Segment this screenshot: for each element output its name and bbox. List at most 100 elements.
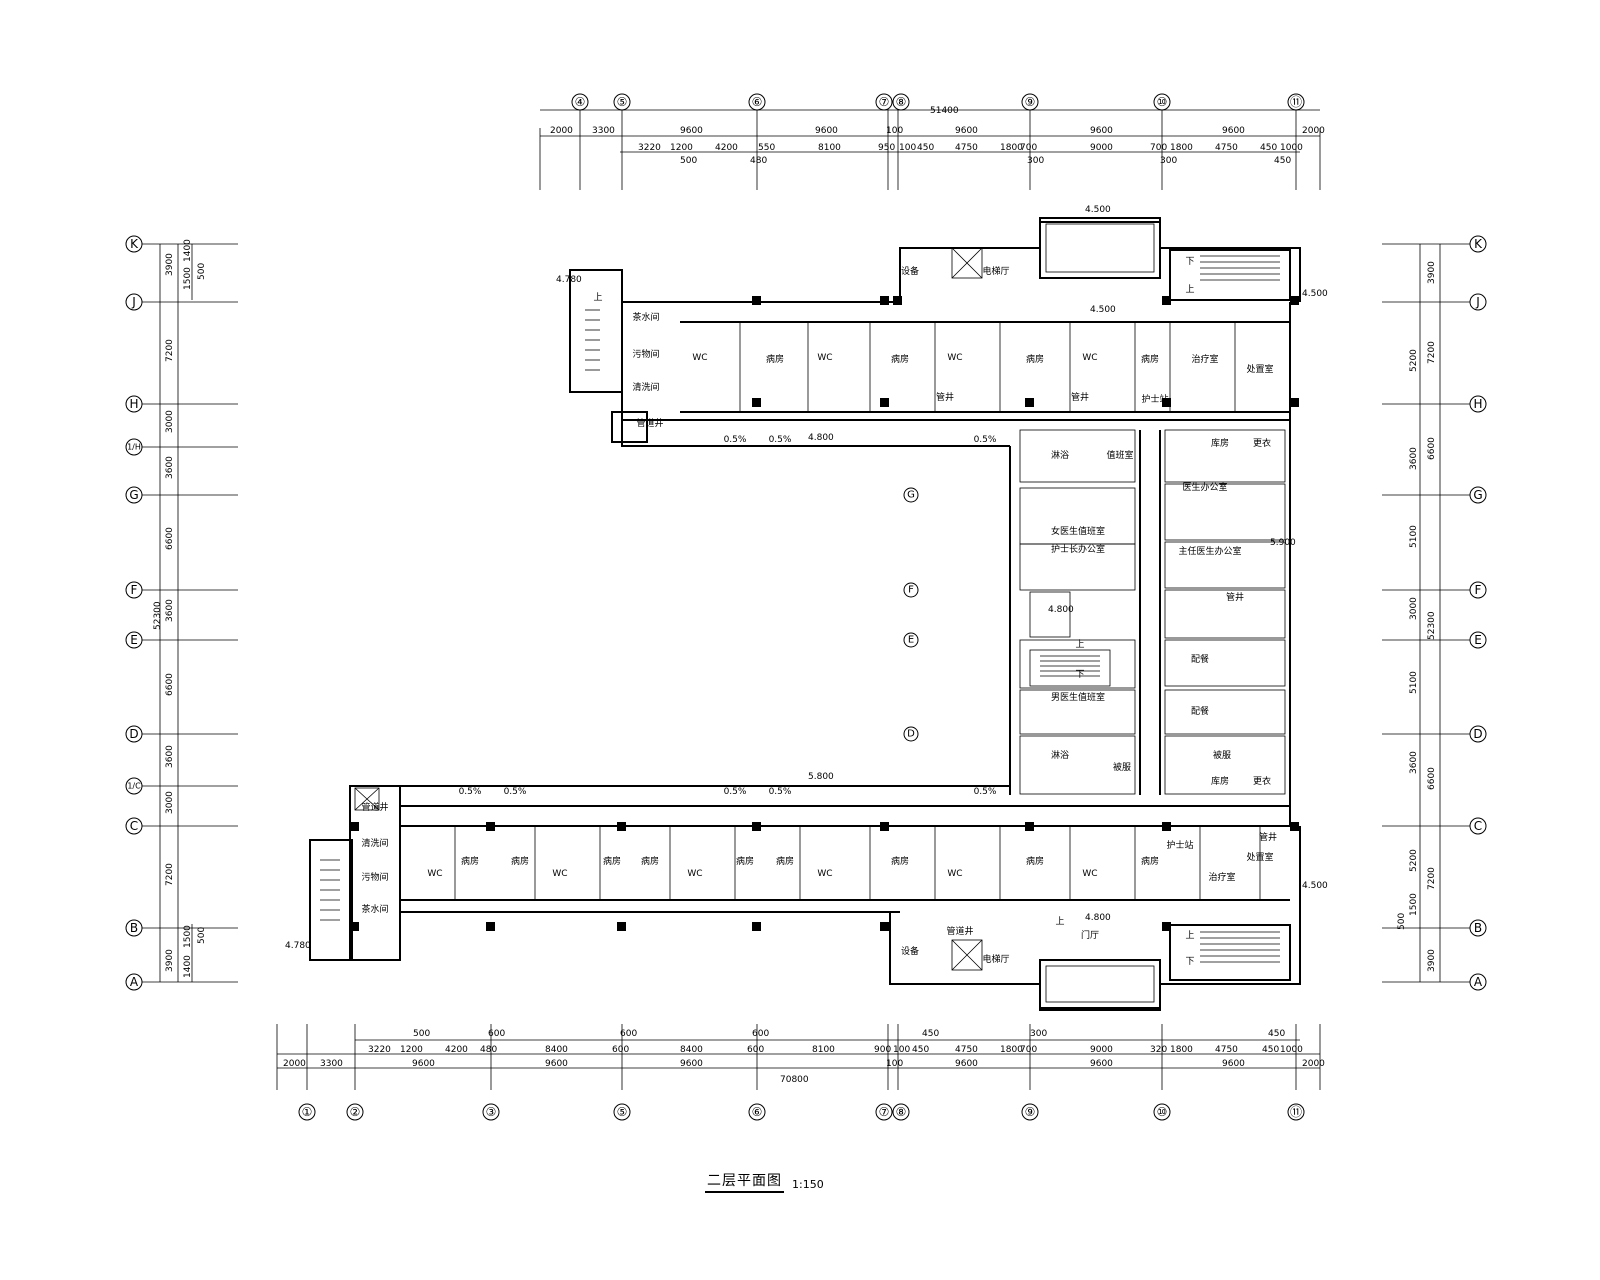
room-wash: 清洗间 bbox=[632, 381, 659, 393]
elevator-south bbox=[951, 939, 983, 971]
stair-up-label: 上 bbox=[593, 292, 602, 303]
dim-label: 6600 bbox=[165, 527, 175, 550]
slope-label: 0.5% bbox=[724, 435, 747, 445]
dim-label: 450 bbox=[917, 143, 934, 153]
room-linen: 被服 bbox=[1213, 749, 1231, 761]
dim-label: 3300 bbox=[320, 1059, 343, 1069]
axis-label: ⑤ bbox=[617, 95, 628, 109]
axis-label: A bbox=[1474, 975, 1483, 989]
axis-label: D bbox=[907, 729, 915, 740]
level-label: 4.500 bbox=[1302, 289, 1328, 299]
dim-label: 7200 bbox=[1427, 867, 1437, 890]
dim-label: 9600 bbox=[955, 1059, 978, 1069]
room-treatment: 治疗室 bbox=[1191, 353, 1218, 365]
room-disposal: 处置室 bbox=[1246, 363, 1273, 375]
dim-label: 3600 bbox=[165, 456, 175, 479]
bottom-dimensions: 70800 2000 3300 9600 9600 9600 100 9600 … bbox=[276, 1024, 1325, 1090]
room-ward: 病房 bbox=[603, 855, 621, 867]
room-female-duty: 女医生值班室 bbox=[1051, 525, 1105, 537]
dim-label: 950 bbox=[878, 143, 895, 153]
columns bbox=[350, 296, 1299, 931]
axis-label: F bbox=[1475, 583, 1482, 597]
axis-label: D bbox=[129, 727, 138, 741]
dim-label: 100 bbox=[886, 126, 903, 136]
axis-label: ⑧ bbox=[896, 95, 907, 109]
dim-label: 300 bbox=[1160, 156, 1177, 166]
elevator-west bbox=[354, 787, 380, 811]
dim-label: 500 bbox=[197, 263, 207, 280]
room-ward: 病房 bbox=[766, 353, 784, 365]
dim-label: 3600 bbox=[165, 599, 175, 622]
dim-label: 480 bbox=[480, 1045, 497, 1055]
dim-label: 4200 bbox=[445, 1045, 468, 1055]
right-dimensions: 3900 7200 6600 52300 6600 7200 3900 5200… bbox=[1382, 243, 1470, 983]
dim-label: 1200 bbox=[670, 143, 693, 153]
nw-stair bbox=[585, 309, 600, 371]
sw-stair bbox=[320, 859, 340, 921]
axis-label: ⑨ bbox=[1025, 1105, 1036, 1119]
room-labels: 电梯厅 设备 下 上 上 茶水间 污物间 清洗间 WC 病房 WC 病房 WC … bbox=[361, 257, 1277, 967]
dim-label: 450 bbox=[922, 1029, 939, 1039]
dim-label: 1800 bbox=[1000, 1045, 1023, 1055]
dim-label: 7200 bbox=[1427, 341, 1437, 364]
room-elevator-hall: 电梯厅 bbox=[982, 953, 1009, 965]
room-shower: 淋浴 bbox=[1051, 749, 1069, 761]
axis-label: H bbox=[129, 397, 138, 411]
axis-label: J bbox=[131, 295, 136, 309]
stair-up-label: 上 bbox=[1185, 930, 1194, 941]
room-duty: 值班室 bbox=[1106, 449, 1133, 461]
room-ward: 病房 bbox=[641, 855, 659, 867]
axis-label: 1/H bbox=[127, 443, 141, 452]
axis-label: ⑪ bbox=[1290, 1105, 1302, 1119]
dim-label: 8400 bbox=[680, 1045, 703, 1055]
dim-label: 450 bbox=[1274, 156, 1291, 166]
level-label: 4.500 bbox=[1090, 305, 1116, 315]
building-walls bbox=[309, 217, 1301, 1011]
dim-label: 4200 bbox=[715, 143, 738, 153]
dim-label: 2000 bbox=[550, 126, 573, 136]
dim-label: 500 bbox=[413, 1029, 430, 1039]
axis-label: K bbox=[1474, 237, 1483, 251]
dim-label: 9600 bbox=[955, 126, 978, 136]
dim-label: 1000 bbox=[1280, 1045, 1303, 1055]
level-label: 4.800 bbox=[1048, 605, 1074, 615]
dim-label: 450 bbox=[1262, 1045, 1279, 1055]
axis-label: ④ bbox=[575, 95, 586, 109]
dim-label: 1500 bbox=[183, 925, 193, 948]
dim-label: 1800 bbox=[1000, 143, 1023, 153]
room-disposal: 处置室 bbox=[1246, 851, 1273, 863]
room-changing: 更衣 bbox=[1253, 437, 1271, 449]
axis-label: E bbox=[908, 635, 914, 646]
room-ward: 病房 bbox=[736, 855, 754, 867]
room-wc: WC bbox=[1082, 869, 1097, 879]
room-male-duty: 男医生值班室 bbox=[1051, 691, 1105, 703]
dim-label: 3900 bbox=[165, 253, 175, 276]
dim-label: 320 bbox=[1150, 1045, 1167, 1055]
slope-label: 0.5% bbox=[974, 787, 997, 797]
room-shaft: 管井 bbox=[1259, 831, 1277, 843]
dim-label: 9000 bbox=[1090, 1045, 1113, 1055]
axis-label: ③ bbox=[486, 1105, 497, 1119]
room-ward: 病房 bbox=[1026, 353, 1044, 365]
dim-label: 9600 bbox=[680, 126, 703, 136]
dim-label: 6600 bbox=[165, 673, 175, 696]
axis-label: ⑦ bbox=[879, 1105, 890, 1119]
stair-down-label: 下 bbox=[1185, 257, 1194, 267]
dim-label: 1400 bbox=[183, 955, 193, 978]
axis-label: 1/C bbox=[127, 782, 141, 791]
dim-label: 5200 bbox=[1409, 349, 1419, 372]
room-storage: 库房 bbox=[1211, 775, 1229, 787]
left-dimensions: 3900 7200 3000 3600 6600 3600 6600 3600 … bbox=[140, 239, 238, 983]
dim-label: 900 bbox=[874, 1045, 891, 1055]
axis-label: ⑪ bbox=[1290, 95, 1302, 109]
bottom-axis-bubbles: ① ② ③ ⑤ ⑥ ⑦ ⑧ ⑨ ⑩ ⑪ bbox=[298, 1103, 1305, 1121]
room-ward: 病房 bbox=[1141, 353, 1159, 365]
axis-label: ⑩ bbox=[1157, 95, 1168, 109]
axis-label: E bbox=[1474, 633, 1482, 647]
room-nurse-station: 护士站 bbox=[1141, 393, 1168, 405]
room-pantry: 配餐 bbox=[1191, 705, 1209, 717]
dim-label: 9600 bbox=[1222, 126, 1245, 136]
room-pipe-well: 管道井 bbox=[946, 925, 973, 937]
room-shower: 淋浴 bbox=[1051, 449, 1069, 461]
